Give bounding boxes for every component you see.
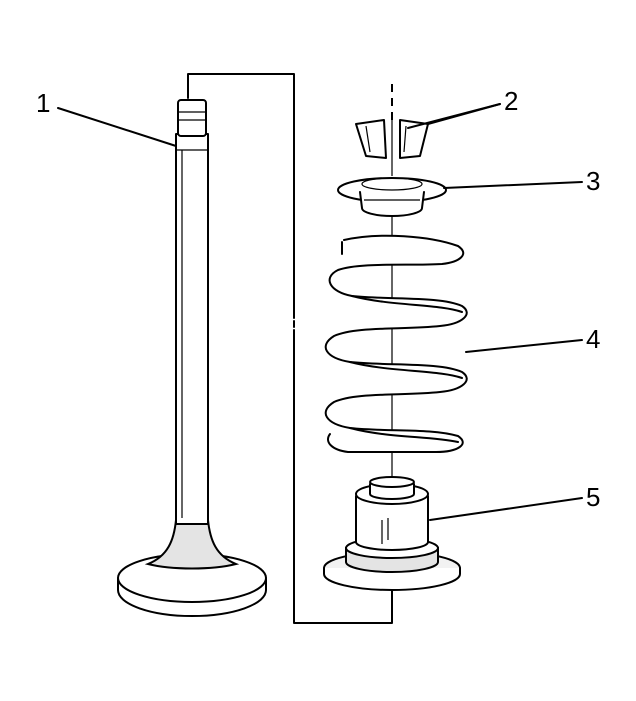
callout-2: 2 [504, 86, 518, 116]
callout-3: 3 [586, 166, 600, 196]
callout-5: 5 [586, 482, 600, 512]
valve-keepers [355, 119, 429, 159]
valve-stem-seal [323, 476, 461, 591]
valve-spring [324, 234, 468, 453]
callout-leaders [57, 103, 583, 521]
spring-retainer [337, 177, 447, 217]
assembly-connector-line [187, 73, 393, 624]
callout-4: 4 [586, 324, 600, 354]
callout-1: 1 [36, 88, 50, 118]
valve [117, 99, 267, 617]
